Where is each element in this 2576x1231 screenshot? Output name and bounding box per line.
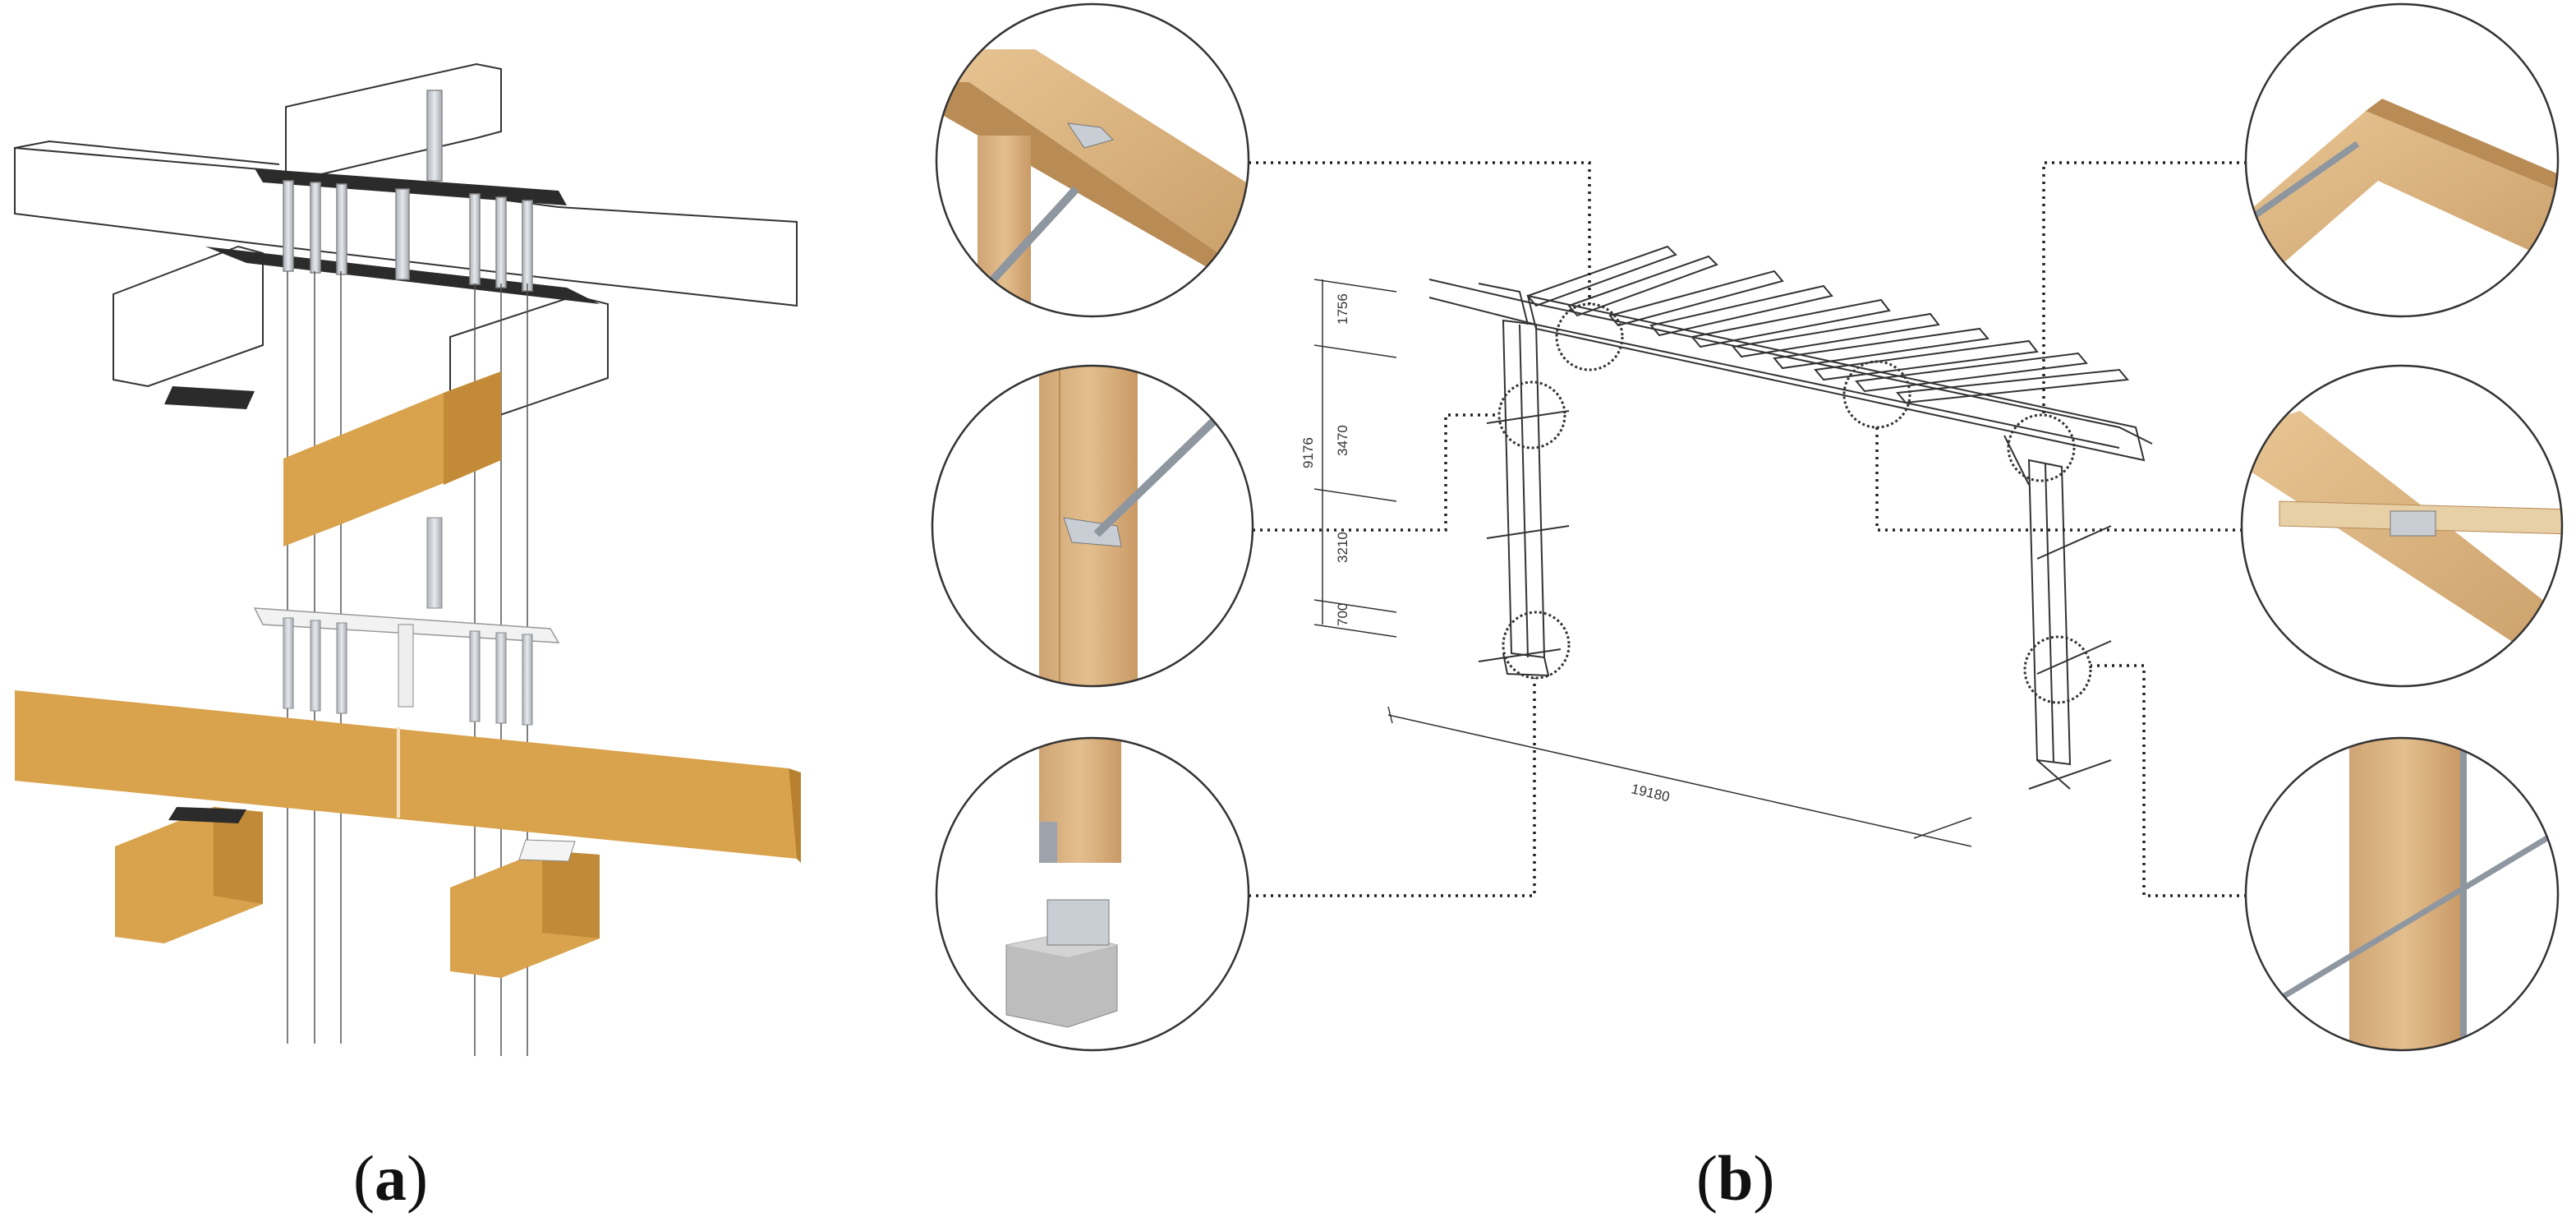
detail-beam-rod-top-left [936, 4, 1249, 316]
rafters [1526, 245, 2129, 404]
detail-rafter-beam [2246, 366, 2562, 686]
dimension-labels: 1756 3470 9176 3210 700 19180 [1300, 293, 1671, 805]
pergola-isometric [1428, 245, 2153, 790]
detail-column-cable [2246, 738, 2558, 1050]
detail-markers [1497, 302, 2092, 704]
dim-3210: 3210 [1335, 532, 1350, 563]
detail-corner-beam [2246, 4, 2558, 316]
dim-9176: 9176 [1300, 437, 1316, 468]
caption-a: (a) [353, 1142, 428, 1214]
steel-connector-mid [253, 517, 560, 726]
detail-circle-1 [935, 2, 1250, 318]
caption-b: (b) [1696, 1142, 1774, 1214]
dimension-lines [1313, 279, 1972, 847]
detail-circle-2 [931, 364, 1254, 688]
dim-700: 700 [1335, 603, 1350, 626]
detail-circle-6 [2244, 736, 2560, 1052]
dim-3470: 3470 [1335, 425, 1350, 456]
timber-beam-lower [15, 690, 801, 863]
leader-lines [1249, 161, 2247, 897]
timber-blocks-lower [115, 807, 600, 978]
timber-beam-upper [283, 371, 501, 546]
detail-circle-4 [2244, 2, 2560, 318]
panel-a-exploded-joint [14, 62, 801, 1056]
detail-column-bracket [932, 366, 1253, 686]
steel-rods-upper [283, 90, 533, 292]
detail-column-base [936, 738, 1249, 1050]
brace-rods [1478, 410, 2112, 790]
dim-19180: 19180 [1630, 781, 1671, 805]
dim-1756: 1756 [1335, 293, 1350, 325]
detail-circle-3 [935, 736, 1250, 1052]
detail-circle-5 [2240, 364, 2564, 688]
